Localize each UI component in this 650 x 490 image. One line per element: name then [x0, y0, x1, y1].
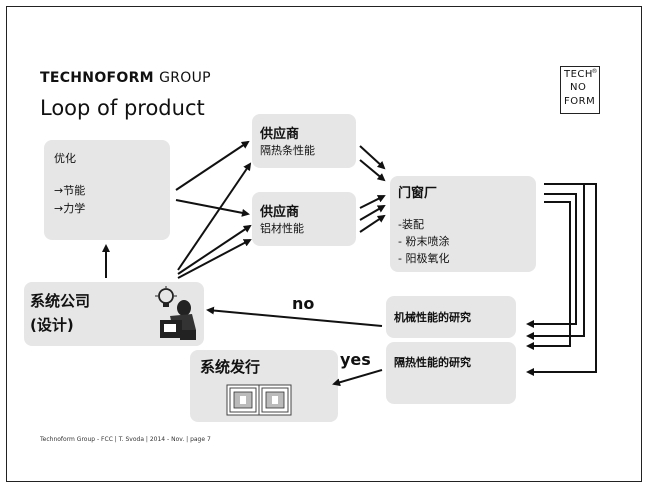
arrow-supplier1-to-fab-b [359, 159, 386, 182]
loop-inner-mech [526, 193, 577, 328]
footer: Technoform Group - FCC | T. Svoda | 2014… [40, 436, 211, 443]
supplier-insulation-box: 供应商 隔热条性能 [252, 114, 356, 168]
slide-frame [6, 6, 642, 482]
fabricator-box: 门窗厂 -装配 - 粉末喷涂 - 阳极氧化 [390, 176, 536, 272]
arrow-yes-to-release [332, 369, 383, 387]
system-company-box: 系统公司 (设计) [24, 282, 204, 346]
brand-name: TECHNOFORM GROUP [40, 70, 211, 86]
arrow-optimize-to-supplier2 [175, 199, 250, 217]
arrow-company-to-supplier2b [177, 239, 252, 279]
loop-mid-mech [526, 201, 571, 350]
window-profile-icon [226, 384, 292, 416]
arrow-optimize-to-supplier1 [175, 140, 250, 191]
arrow-supplier2-to-fab-c [359, 214, 386, 233]
optimize-box: 优化 →节能 →力学 [44, 140, 170, 240]
loop-outer-thermal [526, 183, 597, 376]
arrow-company-to-supplier1 [177, 162, 252, 271]
mechanical-research-box: 机械性能的研究 [386, 296, 516, 338]
technoform-logo: TECH NO FORM ® [560, 66, 600, 114]
arrow-supplier2-to-fab-b [359, 204, 386, 221]
edge-label-yes: yes [340, 350, 371, 369]
arrow-company-to-supplier2a [177, 224, 252, 275]
thermal-research-box: 隔热性能的研究 [386, 342, 516, 404]
edge-label-no: no [292, 294, 315, 313]
arrow-no-to-company [206, 306, 383, 327]
arrow-supplier2-to-fab-a [359, 195, 386, 209]
system-release-box: 系统发行 [190, 350, 338, 422]
slide-title: Loop of product [40, 96, 205, 120]
designer-icon [155, 286, 196, 340]
arrow-supplier1-to-fab-a [359, 145, 386, 170]
supplier-aluminium-box: 供应商 铝材性能 [252, 192, 356, 246]
